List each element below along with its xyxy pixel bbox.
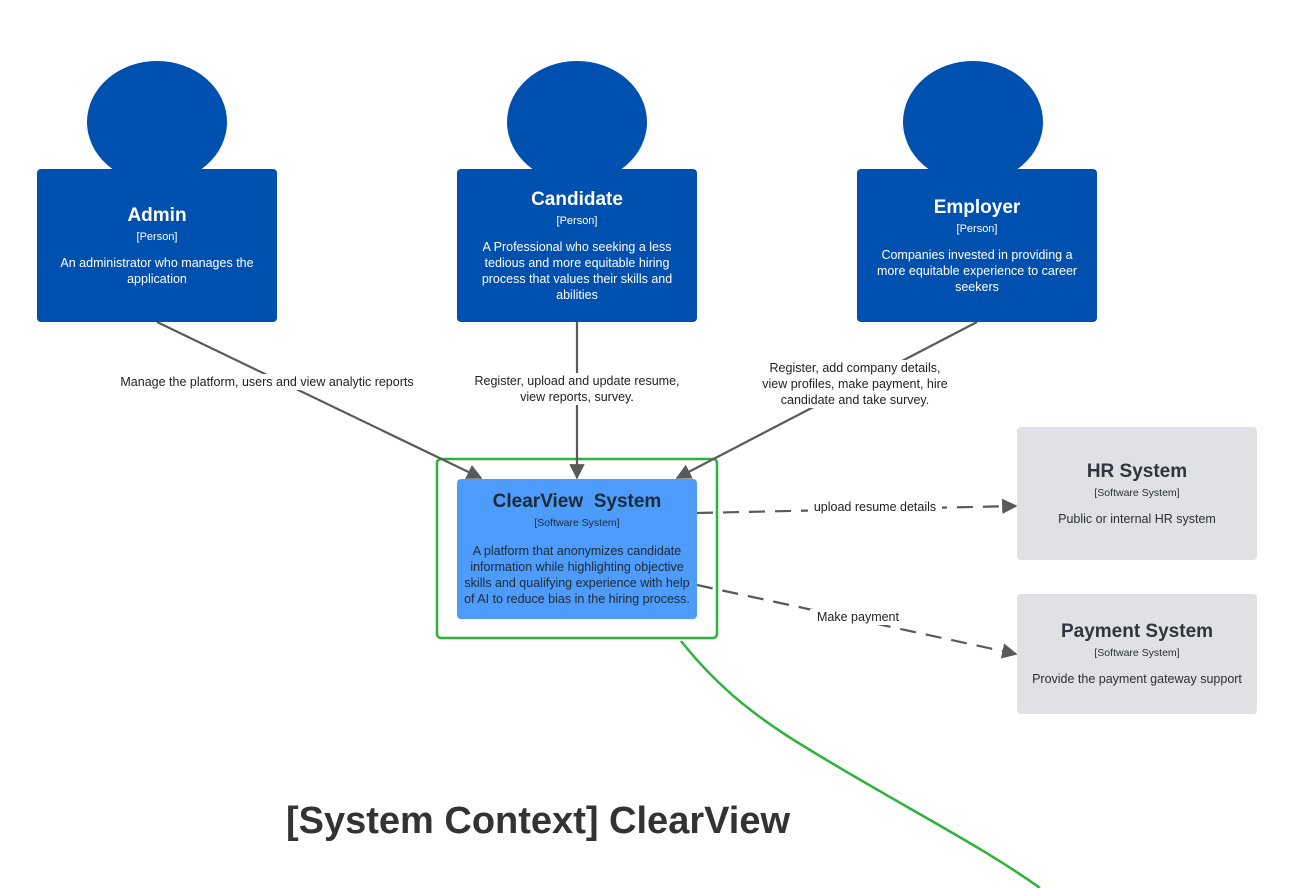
clearview-system-description: A platform that anonymizes candidate inf…	[464, 544, 690, 606]
employer-description: Companies invested in providing a more e…	[876, 247, 1078, 294]
clearview-system-box[interactable]: ClearView System [Software System] A pla…	[457, 479, 697, 619]
hr-system-type: [Software System]	[1094, 486, 1180, 499]
candidate-person-box[interactable]: Candidate [Person] A Professional who se…	[457, 169, 697, 322]
diagram-title: [System Context] ClearView	[286, 800, 791, 842]
clearview-system-type: [Software System]	[534, 517, 620, 529]
admin-person-head	[87, 61, 227, 183]
edge-admin-to-system	[156, 321, 483, 479]
admin-description: An administrator who manages the applica…	[60, 255, 254, 286]
selection-curve	[680, 640, 1041, 888]
admin-person-box[interactable]: Admin [Person] An administrator who mana…	[37, 169, 277, 322]
edge-label-hr: upload resume details	[808, 499, 942, 515]
payment-system-name: Payment System	[1060, 621, 1214, 642]
payment-system-box[interactable]: Payment System [Software System] Provide…	[1017, 594, 1257, 714]
admin-type: [Person]	[136, 230, 178, 243]
candidate-person-head	[507, 61, 647, 183]
hr-system-description: Public or internal HR system	[1058, 511, 1216, 526]
payment-system-type: [Software System]	[1094, 647, 1180, 659]
edge-label-employer: Register, add company details, view prof…	[757, 360, 953, 408]
candidate-name: Candidate	[531, 188, 623, 210]
clearview-system-name: ClearView System	[492, 491, 662, 512]
payment-system-description: Provide the payment gateway support	[1032, 672, 1242, 686]
hr-system-box[interactable]: HR System [Software System] Public or in…	[1017, 427, 1257, 560]
edge-label-payment: Make payment	[810, 609, 906, 625]
candidate-type: [Person]	[556, 214, 598, 227]
employer-person-head	[903, 61, 1043, 183]
edge-label-admin: Manage the platform, users and view anal…	[108, 374, 426, 390]
candidate-description: A Professional who seeking a less tediou…	[481, 239, 673, 302]
hr-system-name: HR System	[1086, 460, 1188, 482]
employer-person-box[interactable]: Employer [Person] Companies invested in …	[857, 169, 1097, 322]
employer-type: [Person]	[956, 222, 998, 235]
admin-name: Admin	[127, 204, 187, 226]
employer-name: Employer	[933, 196, 1021, 218]
edge-label-candidate: Register, upload and update resume, view…	[462, 373, 692, 405]
